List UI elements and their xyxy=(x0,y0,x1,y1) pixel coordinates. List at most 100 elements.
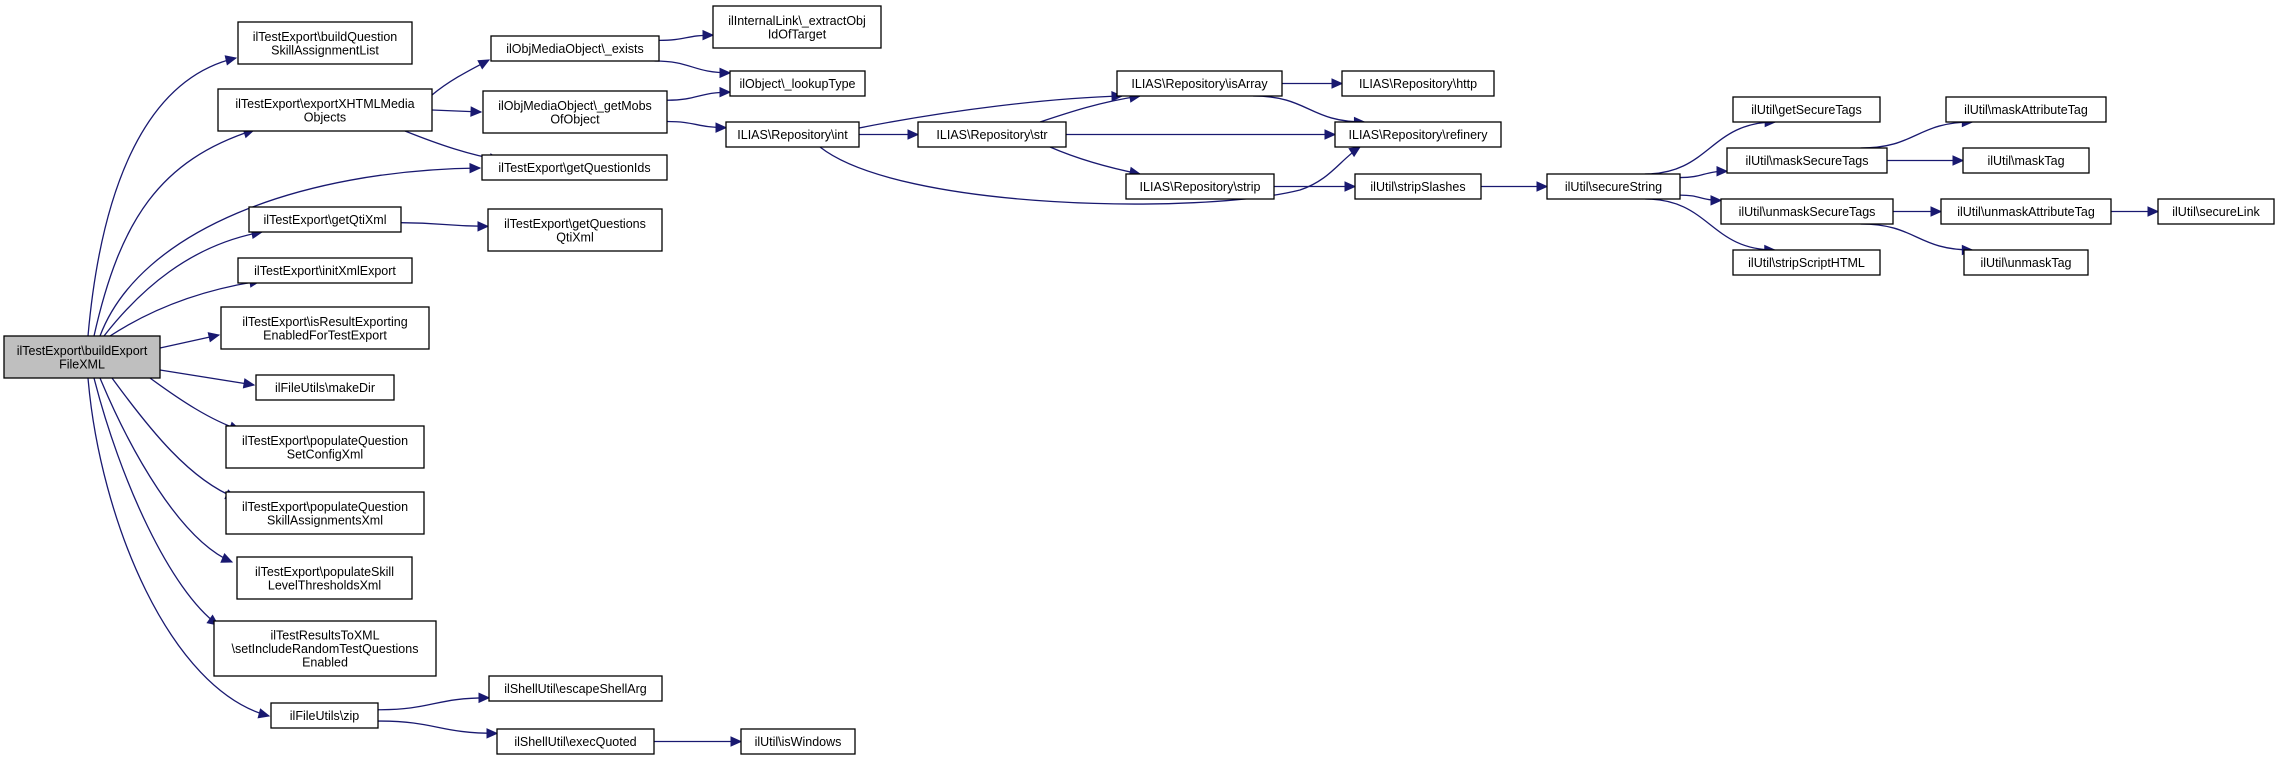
node-pqsa[interactable]: ilTestExport\populateQuestionSkillAssign… xyxy=(225,491,425,535)
node-masksec[interactable]: ilUtil\maskSecureTags xyxy=(1726,147,1888,174)
node-box-bqsal xyxy=(237,21,413,65)
node-box-secstr xyxy=(1546,173,1681,200)
arrowhead-root-to-gqids xyxy=(469,162,482,174)
edge-root-to-pqsc xyxy=(149,377,241,431)
node-box-gqids xyxy=(481,154,668,181)
node-maskattr[interactable]: ilUtil\maskAttributeTag xyxy=(1945,96,2107,123)
node-label: ilObjMediaObject\_getMobs xyxy=(498,99,652,113)
node-rint[interactable]: ILIAS\Repository\int xyxy=(725,121,860,148)
arrowhead-unmaskattr-to-seclink xyxy=(2147,206,2160,217)
edge-rstr-to-rstrip xyxy=(1049,146,1141,175)
node-label: ilUtil\stripScriptHTML xyxy=(1748,256,1865,270)
arrowhead-zip-to-execq xyxy=(486,728,499,739)
node-rstr[interactable]: ILIAS\Repository\str xyxy=(917,121,1067,148)
node-label: ilTestExport\exportXHTMLMedia xyxy=(235,97,414,111)
edge-gqti-to-gqqti xyxy=(400,222,489,227)
node-label: ilUtil\maskAttributeTag xyxy=(1964,103,2088,117)
node-isres[interactable]: ilTestExport\isResultExportingEnabledFor… xyxy=(220,306,430,350)
node-iswin[interactable]: ilUtil\isWindows xyxy=(740,728,856,755)
node-box-unmaskattr xyxy=(1940,198,2112,225)
edge-secstr-to-getsec xyxy=(1644,121,1776,175)
node-seclink[interactable]: ilUtil\secureLink xyxy=(2157,198,2275,225)
node-rstrip[interactable]: ILIAS\Repository\strip xyxy=(1125,173,1275,200)
node-zip[interactable]: ilFileUtils\zip xyxy=(270,702,379,729)
arrowhead-stripsl-to-secstr xyxy=(1536,181,1549,192)
node-label: ilTestResultsToXML xyxy=(270,629,379,643)
node-mexists[interactable]: ilObjMediaObject\_exists xyxy=(490,35,660,62)
node-gqids[interactable]: ilTestExport\getQuestionIds xyxy=(481,154,668,181)
node-label: FileXML xyxy=(59,357,105,371)
node-rrefin[interactable]: ILIAS\Repository\refinery xyxy=(1334,121,1502,148)
edge-rint-to-risarr xyxy=(858,95,1123,129)
node-secstr[interactable]: ilUtil\secureString xyxy=(1546,173,1681,200)
edge-rstr-to-risarr xyxy=(1039,95,1141,123)
node-gqti[interactable]: ilTestExport\getQtiXml xyxy=(248,206,402,233)
node-label: ilUtil\stripSlashes xyxy=(1370,180,1465,194)
node-label: ilShellUtil\escapeShellArg xyxy=(504,682,646,696)
edge-root-to-pslt xyxy=(99,377,233,563)
node-label: SetConfigXml xyxy=(287,447,363,461)
node-box-rstrip xyxy=(1125,173,1275,200)
node-lookup[interactable]: ilObject\_lookupType xyxy=(729,70,866,97)
node-box-gqqti xyxy=(487,208,663,252)
edge-root-to-trx xyxy=(93,377,219,626)
node-label: ILIAS\Repository\refinery xyxy=(1349,128,1489,142)
node-box-rstr xyxy=(917,121,1067,148)
node-label: ILIAS\Repository\isArray xyxy=(1131,77,1268,91)
edge-root-to-gqti xyxy=(103,231,263,337)
node-initx[interactable]: ilTestExport\initXmlExport xyxy=(237,257,413,284)
edge-root-to-zip xyxy=(87,377,270,717)
node-getsec[interactable]: ilUtil\getSecureTags xyxy=(1732,96,1881,123)
node-unmasksec[interactable]: ilUtil\unmaskSecureTags xyxy=(1720,198,1894,225)
node-bqsal[interactable]: ilTestExport\buildQuestionSkillAssignmen… xyxy=(237,21,413,65)
arrowhead-unmasksec-to-unmaskattr xyxy=(1930,206,1943,217)
node-label: ilTestExport\getQuestions xyxy=(504,217,646,231)
arrowhead-execq-to-iswin xyxy=(730,736,743,747)
node-mkdir[interactable]: ilFileUtils\makeDir xyxy=(255,374,395,401)
node-box-lookup xyxy=(729,70,866,97)
node-box-maskattr xyxy=(1945,96,2107,123)
node-label: ilObject\_lookupType xyxy=(739,77,855,91)
node-label: ilUtil\secureString xyxy=(1565,180,1662,194)
node-pqsc[interactable]: ilTestExport\populateQuestionSetConfigXm… xyxy=(225,425,425,469)
node-label: Enabled xyxy=(302,656,348,670)
edge-unmasksec-to-unmasktag xyxy=(1860,223,1973,251)
arrowhead-rint-to-rstr xyxy=(907,129,920,140)
node-rhttp[interactable]: ILIAS\Repository\http xyxy=(1341,70,1495,97)
node-label: ilShellUtil\execQuoted xyxy=(514,735,636,749)
node-unmasktag[interactable]: ilUtil\unmaskTag xyxy=(1963,249,2089,276)
edge-root-to-initx xyxy=(109,280,261,337)
node-label: Objects xyxy=(304,110,346,124)
node-label: ilTestExport\buildExport xyxy=(17,344,148,358)
arrowhead-masksec-to-masktag xyxy=(1952,155,1965,166)
edge-root-to-gqids xyxy=(99,167,481,337)
node-unmaskattr[interactable]: ilUtil\unmaskAttributeTag xyxy=(1940,198,2112,225)
node-label: ilTestExport\populateSkill xyxy=(255,565,394,579)
node-execq[interactable]: ilShellUtil\execQuoted xyxy=(496,728,655,755)
node-label: SkillAssignmentsXml xyxy=(267,513,383,527)
node-trx[interactable]: ilTestResultsToXML\setIncludeRandomTestQ… xyxy=(213,620,437,677)
node-label: ilTestExport\populateQuestion xyxy=(242,500,408,514)
node-label: ILIAS\Repository\int xyxy=(737,128,848,142)
node-risarr[interactable]: ILIAS\Repository\isArray xyxy=(1116,70,1283,97)
node-box-rrefin xyxy=(1334,121,1502,148)
edge-root-to-bqsal xyxy=(87,57,237,337)
node-label: ilTestExport\isResultExporting xyxy=(242,315,407,329)
node-box-gqti xyxy=(248,206,402,233)
node-masktag[interactable]: ilUtil\maskTag xyxy=(1962,147,2090,174)
arrowhead-root-to-zip xyxy=(257,708,271,719)
node-label: ilUtil\unmaskSecureTags xyxy=(1739,205,1876,219)
node-box-pslt xyxy=(236,556,413,600)
node-escarg[interactable]: ilShellUtil\escapeShellArg xyxy=(488,675,663,702)
node-label: EnabledForTestExport xyxy=(263,328,387,342)
node-stripsl[interactable]: ilUtil\stripSlashes xyxy=(1354,173,1482,200)
node-label: ilFileUtils\makeDir xyxy=(275,381,375,395)
node-label: ILIAS\Repository\strip xyxy=(1140,180,1261,194)
node-pslt[interactable]: ilTestExport\populateSkillLevelThreshold… xyxy=(236,556,413,600)
node-stripscr[interactable]: ilUtil\stripScriptHTML xyxy=(1732,249,1881,276)
